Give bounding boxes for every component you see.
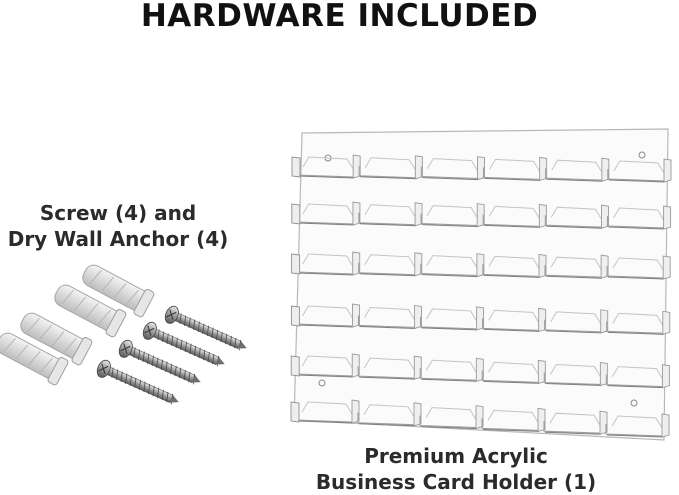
card-pocket <box>605 364 670 389</box>
card-pocket <box>420 156 485 181</box>
card-pocket <box>358 155 423 180</box>
pocket-row <box>291 201 672 230</box>
card-pocket <box>481 359 546 384</box>
mount-hole <box>318 379 326 387</box>
card-pocket <box>358 202 423 227</box>
card-pocket <box>605 413 670 438</box>
card-pockets <box>290 154 672 438</box>
card-pocket <box>544 254 609 279</box>
card-pocket <box>545 157 610 182</box>
screw <box>142 321 225 367</box>
pocket-row <box>291 251 671 280</box>
hardware-caption: Screw (4) and Dry Wall Anchor (4) <box>0 200 236 252</box>
hardware-caption-line1: Screw (4) and <box>39 201 197 225</box>
card-pocket <box>357 355 422 380</box>
card-pocket <box>606 255 671 280</box>
card-pocket <box>482 307 547 332</box>
wall-anchor <box>20 312 93 366</box>
card-pocket <box>607 158 672 183</box>
card-pocket <box>420 203 485 228</box>
screw <box>164 305 247 351</box>
card-pocket <box>420 253 485 278</box>
pocket-end-cap <box>291 253 301 275</box>
holder-caption-line2: Business Card Holder (1) <box>315 470 597 494</box>
pocket-end-cap <box>291 156 301 178</box>
card-pocket <box>606 310 671 335</box>
screw <box>96 359 179 405</box>
card-pocket <box>357 402 422 427</box>
holder-caption: Premium Acrylic Business Card Holder (1) <box>306 443 606 495</box>
wall-anchor <box>54 284 127 338</box>
screw <box>118 339 201 385</box>
page-title: HARDWARE INCLUDED <box>140 0 539 34</box>
card-pocket <box>358 252 423 277</box>
card-pocket <box>419 405 484 430</box>
card-pocket <box>481 407 546 432</box>
card-pocket <box>606 205 672 230</box>
wall-anchor <box>82 264 155 318</box>
pocket-row <box>291 154 672 183</box>
holder-caption-line1: Premium Acrylic <box>364 444 548 468</box>
card-pocket <box>419 357 484 382</box>
hardware-caption-line2: Dry Wall Anchor (4) <box>7 227 229 251</box>
pocket-end-cap <box>290 305 300 327</box>
card-pocket <box>543 410 608 435</box>
pocket-row <box>290 399 670 438</box>
card-pocket <box>482 156 548 181</box>
wall-anchor <box>0 332 69 386</box>
card-pocket <box>482 203 547 228</box>
card-pocket <box>357 304 422 330</box>
business-card-holder <box>290 128 672 441</box>
mount-hole <box>630 399 638 407</box>
mount-hole <box>638 151 646 159</box>
card-pocket <box>543 362 608 387</box>
pocket-end-cap <box>290 401 300 423</box>
pocket-end-cap <box>290 355 300 377</box>
pocket-row <box>290 303 671 335</box>
pocket-row <box>290 353 670 389</box>
pocket-end-cap <box>291 203 301 225</box>
screws-and-anchors <box>0 264 247 405</box>
